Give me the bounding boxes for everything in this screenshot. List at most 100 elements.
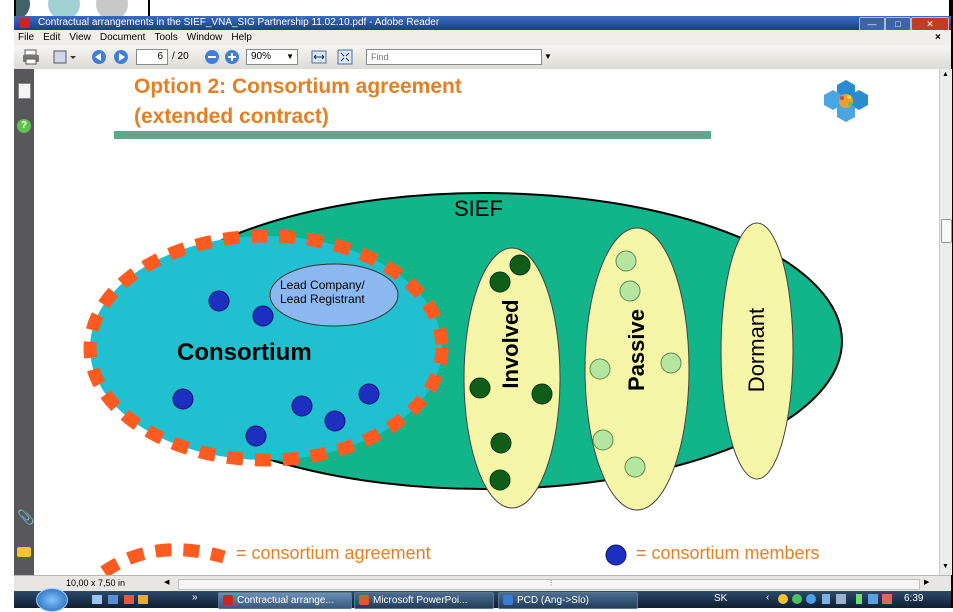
page-number-input[interactable]: 6 [136, 49, 168, 65]
next-page-icon[interactable] [112, 49, 130, 65]
zoom-out-icon[interactable] [204, 49, 220, 65]
vertical-scrollbar[interactable]: ▲ ▼ [939, 69, 952, 575]
scroll-up-icon[interactable]: ▲ [942, 71, 949, 78]
menu-view[interactable]: View [69, 32, 91, 43]
page-size-label: 10,00 x 7,50 in [66, 578, 126, 588]
passive-member-dots [589, 250, 682, 478]
title-bar: Contractual arrangements in the SIEF_VNA… [14, 16, 951, 31]
attachment-icon[interactable]: 📎 [17, 509, 35, 525]
document-view: Option 2: Consortium agreement (extended… [34, 69, 939, 575]
involved-member [489, 271, 511, 293]
adobe-reader-icon [20, 18, 30, 28]
taskbar: » Contractual arrange... Microsoft Power… [14, 588, 951, 612]
hscroll-thumb[interactable]: ⋮ [547, 580, 555, 587]
pages-icon[interactable] [18, 83, 31, 99]
tray-arrow-icon[interactable]: ‹ [766, 592, 770, 603]
window-title: Contractual arrangements in the SIEF_VNA… [38, 17, 440, 28]
zoom-in-icon[interactable] [224, 49, 240, 65]
slide-title-line1: Option 2: Consortium agreement [134, 75, 462, 98]
page-display-icon[interactable] [52, 49, 78, 65]
consortium-member-dots [172, 290, 380, 447]
adobe-reader-window: Contractual arrangements in the SIEF_VNA… [14, 16, 952, 592]
lead-line1: Lead Company/ [280, 278, 365, 292]
chevron-down-icon: ▼ [286, 52, 294, 61]
maximize-button[interactable]: □ [885, 17, 911, 31]
involved-member [469, 377, 491, 399]
involved-member [531, 383, 553, 405]
legend-agreement-label: = consortium agreement [236, 543, 431, 563]
language-indicator[interactable]: SK [714, 593, 728, 604]
sief-diagram [83, 192, 843, 575]
find-input[interactable] [366, 49, 542, 65]
slide-title-line2: (extended contract) [134, 105, 329, 128]
quicklaunch-more-icon[interactable]: » [192, 592, 198, 603]
close-button[interactable]: ✕ [911, 17, 949, 31]
pcd-task-icon [503, 595, 513, 605]
page-total: / 20 [172, 51, 189, 62]
scroll-thumb[interactable] [941, 219, 952, 243]
menu-bar: File Edit View Document Tools Window Help × [14, 30, 951, 45]
menu-file[interactable]: File [18, 32, 35, 43]
consortium-member [358, 383, 380, 405]
full-screen-icon[interactable] [336, 49, 354, 65]
help-icon[interactable]: ? [17, 119, 31, 133]
task-label: PCD (Ang->Slo) [517, 595, 589, 606]
passive-member [624, 456, 646, 478]
menu-document[interactable]: Document [99, 32, 146, 43]
task-pcd[interactable]: PCD (Ang->Slo) [498, 592, 638, 609]
consortium-member [245, 425, 267, 447]
involved-ellipse [463, 247, 561, 509]
quicklaunch-app-icon[interactable] [138, 595, 148, 604]
menu-tools[interactable]: Tools [154, 32, 178, 43]
lead-line2: Lead Registrant [280, 292, 365, 306]
quicklaunch-media-icon[interactable] [124, 595, 134, 604]
hscroll-left-icon[interactable]: ◀ [164, 579, 170, 586]
start-button[interactable] [36, 588, 68, 612]
tray-volume-icon[interactable] [882, 594, 892, 604]
tray-bluetooth-icon[interactable] [822, 594, 830, 604]
tray-battery-icon[interactable] [856, 594, 862, 604]
tray-network-icon[interactable] [806, 594, 816, 604]
print-icon[interactable] [22, 49, 40, 65]
menu-edit[interactable]: Edit [43, 32, 61, 43]
consortium-member [291, 395, 313, 417]
menu-help[interactable]: Help [231, 32, 252, 43]
quicklaunch-desktop-icon[interactable] [92, 595, 102, 604]
consortium-member [208, 290, 230, 312]
tray-display-icon[interactable] [836, 594, 846, 604]
quicklaunch-explorer-icon[interactable] [108, 595, 118, 604]
tray-connection-icon[interactable] [868, 594, 878, 604]
zoom-value: 90% [251, 51, 272, 62]
passive-member [615, 250, 637, 272]
task-adobe-reader[interactable]: Contractual arrange... [218, 592, 352, 609]
fit-width-icon[interactable] [310, 49, 328, 65]
tray-security-icon[interactable] [778, 594, 788, 604]
zoom-select[interactable]: 90% ▼ [246, 49, 298, 65]
consortium-member [252, 305, 274, 327]
minimize-button[interactable]: — [859, 17, 885, 31]
passive-label: Passive [624, 309, 649, 391]
frame-divider [148, 0, 150, 16]
consortium-member [324, 410, 346, 432]
find-field[interactable] [371, 51, 521, 63]
status-bar: 10,00 x 7,50 in ◀ ⋮ ▶ [14, 575, 951, 592]
find-dropdown-icon[interactable]: ▼ [544, 52, 552, 61]
close-document-icon[interactable]: × [935, 32, 941, 43]
involved-member [490, 432, 512, 454]
scroll-down-icon[interactable]: ▼ [942, 563, 949, 570]
clock[interactable]: 6:39 [904, 593, 924, 604]
previous-page-icon[interactable] [90, 49, 108, 65]
toolbar: 6 / 20 90% ▼ ▼ [14, 45, 951, 70]
involved-member [489, 469, 511, 491]
menu-window[interactable]: Window [186, 32, 223, 43]
lead-company-label: Lead Company/ Lead Registrant [280, 278, 392, 306]
comments-icon[interactable] [17, 547, 31, 557]
tray-app-icon[interactable] [792, 594, 802, 604]
task-powerpoint[interactable]: Microsoft PowerPoi... [354, 592, 494, 609]
horizontal-scrollbar[interactable] [178, 579, 920, 590]
passive-member [589, 358, 611, 380]
task-label: Contractual arrange... [237, 595, 334, 606]
consortium-label: Consortium [177, 339, 312, 366]
hscroll-right-icon[interactable]: ▶ [924, 579, 930, 586]
navigation-panel: ? 📎 [14, 69, 34, 575]
